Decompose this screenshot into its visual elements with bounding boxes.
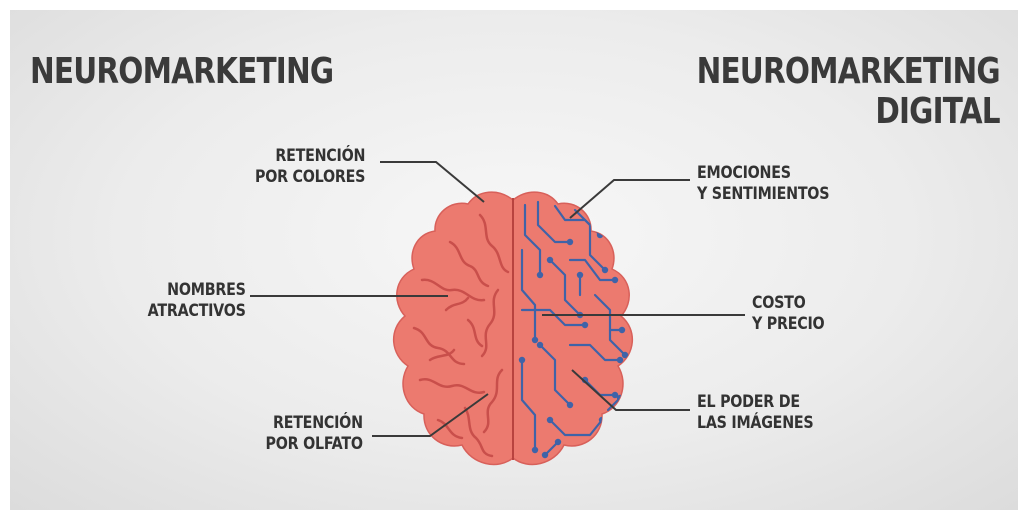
leader-emociones <box>570 180 690 218</box>
label-line: POR COLORES <box>255 167 365 188</box>
leader-retencion-colores <box>380 162 484 202</box>
label-costo-precio: COSTO Y PRECIO <box>752 293 824 335</box>
label-retencion-olfato: RETENCIÓN POR OLFATO <box>266 413 363 455</box>
label-poder-imagenes: EL PODER DE LAS IMÁGENES <box>697 392 813 434</box>
label-line: LAS IMÁGENES <box>697 413 813 434</box>
brain-diagram <box>10 10 1018 510</box>
label-line: Y PRECIO <box>752 314 824 335</box>
brain <box>394 192 633 464</box>
label-line: POR OLFATO <box>266 434 363 455</box>
label-line: EL PODER DE <box>697 392 813 413</box>
label-line: ATRACTIVOS <box>148 301 246 322</box>
label-nombres-atractivos: NOMBRES ATRACTIVOS <box>148 280 246 322</box>
label-line: RETENCIÓN <box>255 146 365 167</box>
label-line: NOMBRES <box>148 280 246 301</box>
infographic: NEUROMARKETING NEUROMARKETING DIGITAL <box>10 10 1018 510</box>
label-line: Y SENTIMIENTOS <box>697 184 829 205</box>
label-emociones: EMOCIONES Y SENTIMIENTOS <box>697 163 829 205</box>
label-line: RETENCIÓN <box>266 413 363 434</box>
label-line: EMOCIONES <box>697 163 829 184</box>
label-line: COSTO <box>752 293 824 314</box>
label-retencion-colores: RETENCIÓN POR COLORES <box>255 146 365 188</box>
